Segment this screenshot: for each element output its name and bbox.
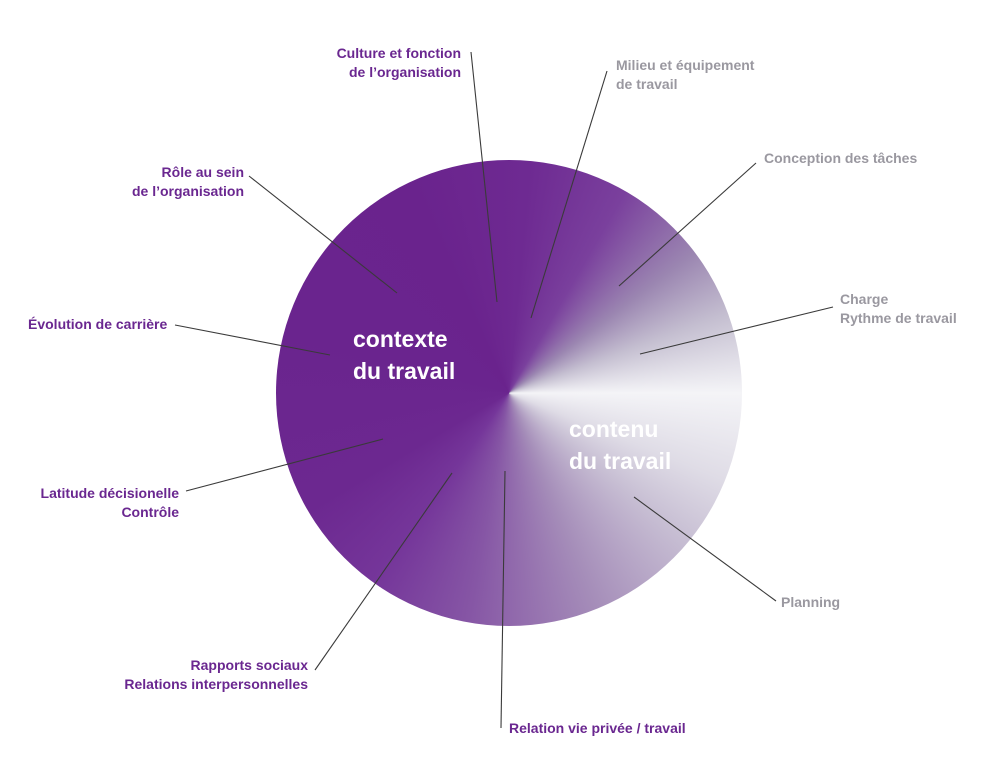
label-rapports-line-2: Relations interpersonnelles [124,676,308,692]
context-center-title: contexte du travail [353,323,455,387]
gradient-wheel [276,160,742,626]
leader-milieu [530,70,608,319]
label-role-line-2: de l’organisation [131,183,244,199]
label-culture-line-2: de l’organisation [348,64,461,80]
label-planning-line-1: Planning [781,594,841,610]
label-relation-vie-line-1: Relation vie privée / travail [509,720,686,736]
leader-relation-vie [500,470,506,729]
label-relation-vie: Relation vie privée / travail [509,719,686,738]
label-conception: Conception des tâches [764,149,917,168]
label-evolution-line-1: Évolution de carrière [28,316,168,332]
label-role-line-1: Rôle au sein [161,164,244,180]
leader-charge [639,306,834,355]
label-charge-line-1: Charge [840,291,889,307]
content-title-line-1: contenu [569,416,659,442]
label-charge-line-2: Rythme de travail [840,310,957,326]
label-milieu-line-2: de travail [616,76,678,92]
label-rapports: Rapports sociaux Relations interpersonne… [124,656,308,694]
label-charge: Charge Rythme de travail [840,290,957,328]
leader-rapports [314,472,453,671]
label-culture-line-1: Culture et fonction [336,45,461,61]
content-title-line-2: du travail [569,448,672,474]
label-milieu: Milieu et équipement de travail [616,56,754,94]
leader-culture [470,51,498,303]
label-conception-line-1: Conception des tâches [764,150,918,166]
leader-role [248,175,398,294]
label-evolution: Évolution de carrière [28,315,167,334]
content-center-title: contenu du travail [569,413,671,477]
context-title-line-1: contexte [353,326,448,352]
label-milieu-line-1: Milieu et équipement [616,57,755,73]
label-rapports-line-1: Rapports sociaux [190,657,308,673]
leader-latitude [185,438,384,492]
label-culture: Culture et fonction de l’organisation [337,44,461,82]
label-role: Rôle au sein de l’organisation [132,163,244,201]
context-title-line-2: du travail [353,358,456,384]
label-latitude-line-2: Contrôle [121,504,179,520]
leader-evolution [174,324,331,356]
label-planning: Planning [781,593,840,612]
leader-conception [618,162,757,287]
leader-planning [633,496,777,602]
label-latitude: Latitude décisionelle Contrôle [41,484,179,522]
label-latitude-line-1: Latitude décisionelle [40,485,179,501]
